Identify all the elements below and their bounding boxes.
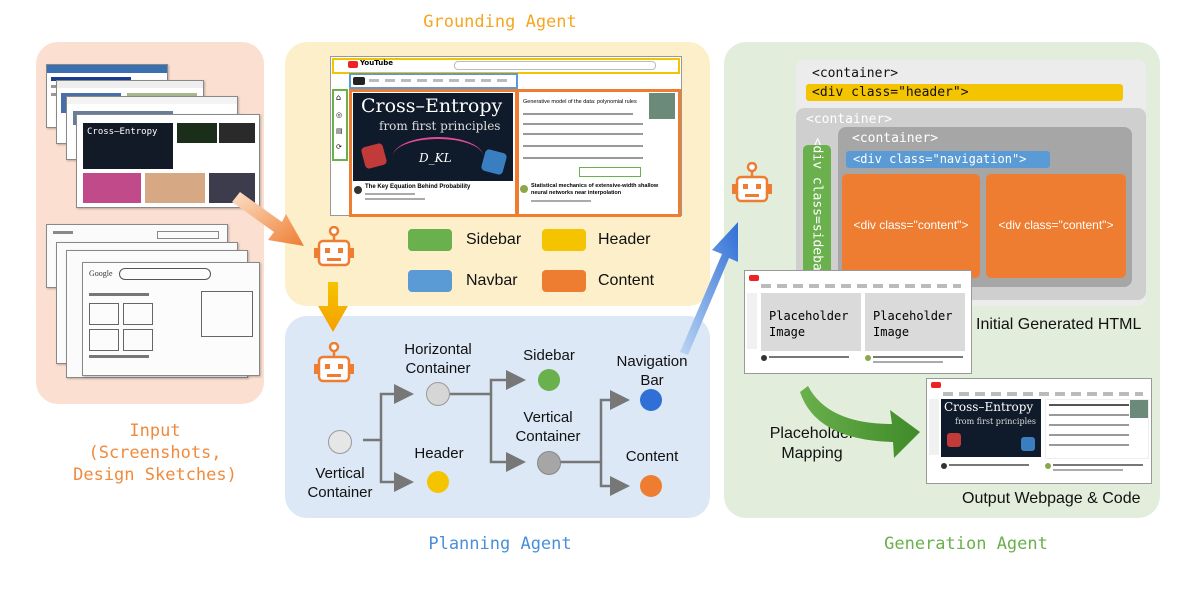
video2-title: Generative model of the data: polynomial… <box>523 99 637 105</box>
container-outer-label: <container> <box>812 66 899 81</box>
node-navbar-label: Navigation Bar <box>616 353 688 389</box>
content-div-box-1 <box>842 174 980 278</box>
tree-edges <box>363 370 630 496</box>
content-box-1: Cross–Entropy from first principles D_KL… <box>349 89 519 217</box>
node-sidebar-label: Sidebar <box>523 347 575 364</box>
video1-title: Cross–Entropy <box>361 95 503 117</box>
navigation-div-bar <box>846 151 1050 168</box>
arrow-input-to-grounding <box>232 192 304 246</box>
content-div-label-2: <div class="content"> <box>998 218 1114 232</box>
video-thumb-2: Generative model of the data: polynomial… <box>519 93 675 179</box>
header-div-label: <div class="header"> <box>812 85 969 100</box>
node-content-label: Content <box>625 448 679 465</box>
brand-label: YouTube <box>360 59 393 67</box>
header-div-bar <box>806 84 1123 101</box>
initial-html-preview: Placeholder Image Placeholder Image <box>744 270 972 374</box>
sidebar-div-bar <box>803 145 831 287</box>
legend-content-swatch <box>542 270 586 292</box>
grounding-robot-icon <box>314 226 354 267</box>
youtube-logo-icon <box>348 61 358 68</box>
legend-header-label: Header <box>598 231 651 248</box>
node-content <box>640 475 662 497</box>
output-webpage-preview: Cross–Entropy from first principles <box>926 378 1152 484</box>
node-vertical-label: Vertical Container <box>515 409 581 445</box>
node-header-label: Header <box>414 445 464 462</box>
planning-panel <box>285 316 710 518</box>
node-horizontal-label: Horizontal Container <box>404 341 472 377</box>
output-video1-title: Cross–Entropy <box>944 400 1034 414</box>
video2-caption: Statistical mechanics of extensive-width… <box>531 183 659 196</box>
initial-html-label: Initial Generated HTML <box>976 316 1142 333</box>
legend-navbar-swatch <box>408 270 452 292</box>
generation-robot-icon <box>732 162 772 203</box>
navigation-div-label: <div class="navigation"> <box>853 152 1027 166</box>
video1-subtitle: from first principles <box>379 119 501 133</box>
arrow-placeholder-mapping <box>800 386 920 458</box>
placeholder-image-1 <box>761 293 861 351</box>
video-thumb-1: Cross–Entropy from first principles D_KL <box>353 93 513 181</box>
placeholder-image-2-label: Placeholder Image <box>873 309 953 339</box>
node-horizontal <box>426 382 450 406</box>
node-navbar <box>640 389 662 411</box>
content-div-label-1: <div class="content"> <box>853 218 969 232</box>
legend-navbar-label: Navbar <box>466 272 518 289</box>
arrow-planning-to-generation <box>680 222 738 355</box>
search-bar <box>454 61 656 70</box>
planning-robot-icon <box>314 342 354 383</box>
home-icon: ⌂ <box>336 93 342 102</box>
arrow-grounding-to-planning <box>318 282 348 332</box>
node-vertical <box>537 451 561 475</box>
grounded-screenshot: YouTube ⌂ ◎ ▤ ⟳ Cross–Entropy from first… <box>330 56 682 217</box>
node-vertical-root-label: Vertical Container <box>307 465 373 501</box>
navbar-box <box>349 73 518 89</box>
legend-sidebar-swatch <box>408 229 452 251</box>
container-mid-label: <container> <box>806 112 893 127</box>
legend-header-swatch <box>542 229 586 251</box>
legend-content-label: Content <box>598 272 655 289</box>
output-label: Output Webpage & Code <box>962 490 1141 507</box>
placeholder-image-1-label: Placeholder Image <box>769 309 849 339</box>
content-div-box-2 <box>986 174 1126 278</box>
input-screenshot-4: Cross–Entropy <box>76 114 260 208</box>
grounding-title: Grounding Agent <box>423 12 577 32</box>
content-box-2: Generative model of the data: polynomial… <box>515 89 681 217</box>
node-sidebar <box>538 369 560 391</box>
video1-caption: The Key Equation Behind Probability <box>365 184 471 190</box>
node-header <box>427 471 449 493</box>
planning-title: Planning Agent <box>428 534 572 554</box>
placeholder-image-2 <box>865 293 965 351</box>
legend-sidebar-label: Sidebar <box>466 231 522 248</box>
input-title: Input (Screenshots, Design Sketches) <box>73 421 237 485</box>
node-vertical-root <box>328 430 352 454</box>
input-sketch-4: Google <box>82 262 260 376</box>
container-inner-label: <container> <box>852 131 939 146</box>
generation-title: Generation Agent <box>884 534 1048 554</box>
sidebar-box: ⌂ ◎ ▤ ⟳ <box>332 89 348 161</box>
